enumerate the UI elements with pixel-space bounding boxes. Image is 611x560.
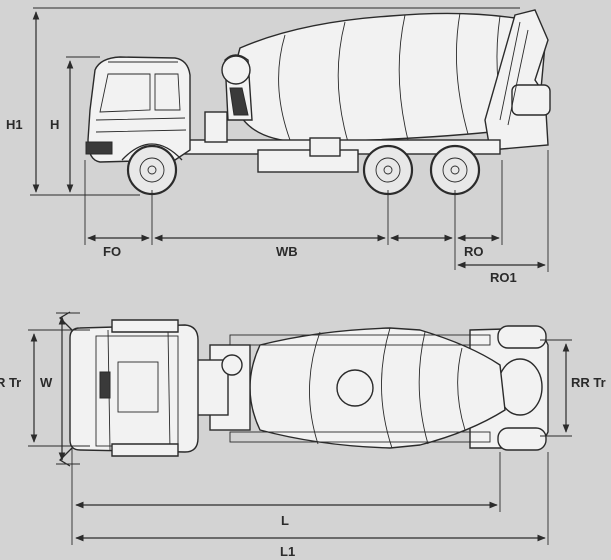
label-rr-tr: RR Tr (571, 375, 606, 390)
front-wheel (126, 144, 178, 196)
rear-chute (511, 84, 551, 116)
label-fo: FO (103, 244, 121, 259)
side-view (85, 9, 551, 196)
label-h: H (50, 117, 59, 132)
rear-roller-top (497, 325, 547, 349)
cab-window (99, 73, 151, 113)
label-wb: WB (276, 244, 298, 259)
mixer-drum-top (249, 327, 506, 449)
top-dimensions (28, 312, 572, 545)
label-l1: L1 (280, 544, 295, 559)
cab-top (69, 324, 199, 453)
water-tank (221, 55, 251, 85)
rear-wheel-2 (429, 144, 481, 196)
label-w: W (40, 375, 53, 390)
rear-wheel-1 (362, 144, 414, 196)
rear-roller-bottom (497, 427, 547, 451)
label-fr-tr: FR Tr (0, 375, 21, 390)
side-dimensions (30, 7, 549, 272)
label-ro: RO (464, 244, 484, 259)
label-h1: H1 (6, 117, 23, 132)
top-view (58, 311, 549, 467)
label-l: L (281, 513, 289, 528)
fuel-tank (257, 149, 359, 173)
label-ro1: RO1 (490, 270, 517, 285)
drum-hatch (336, 369, 374, 407)
